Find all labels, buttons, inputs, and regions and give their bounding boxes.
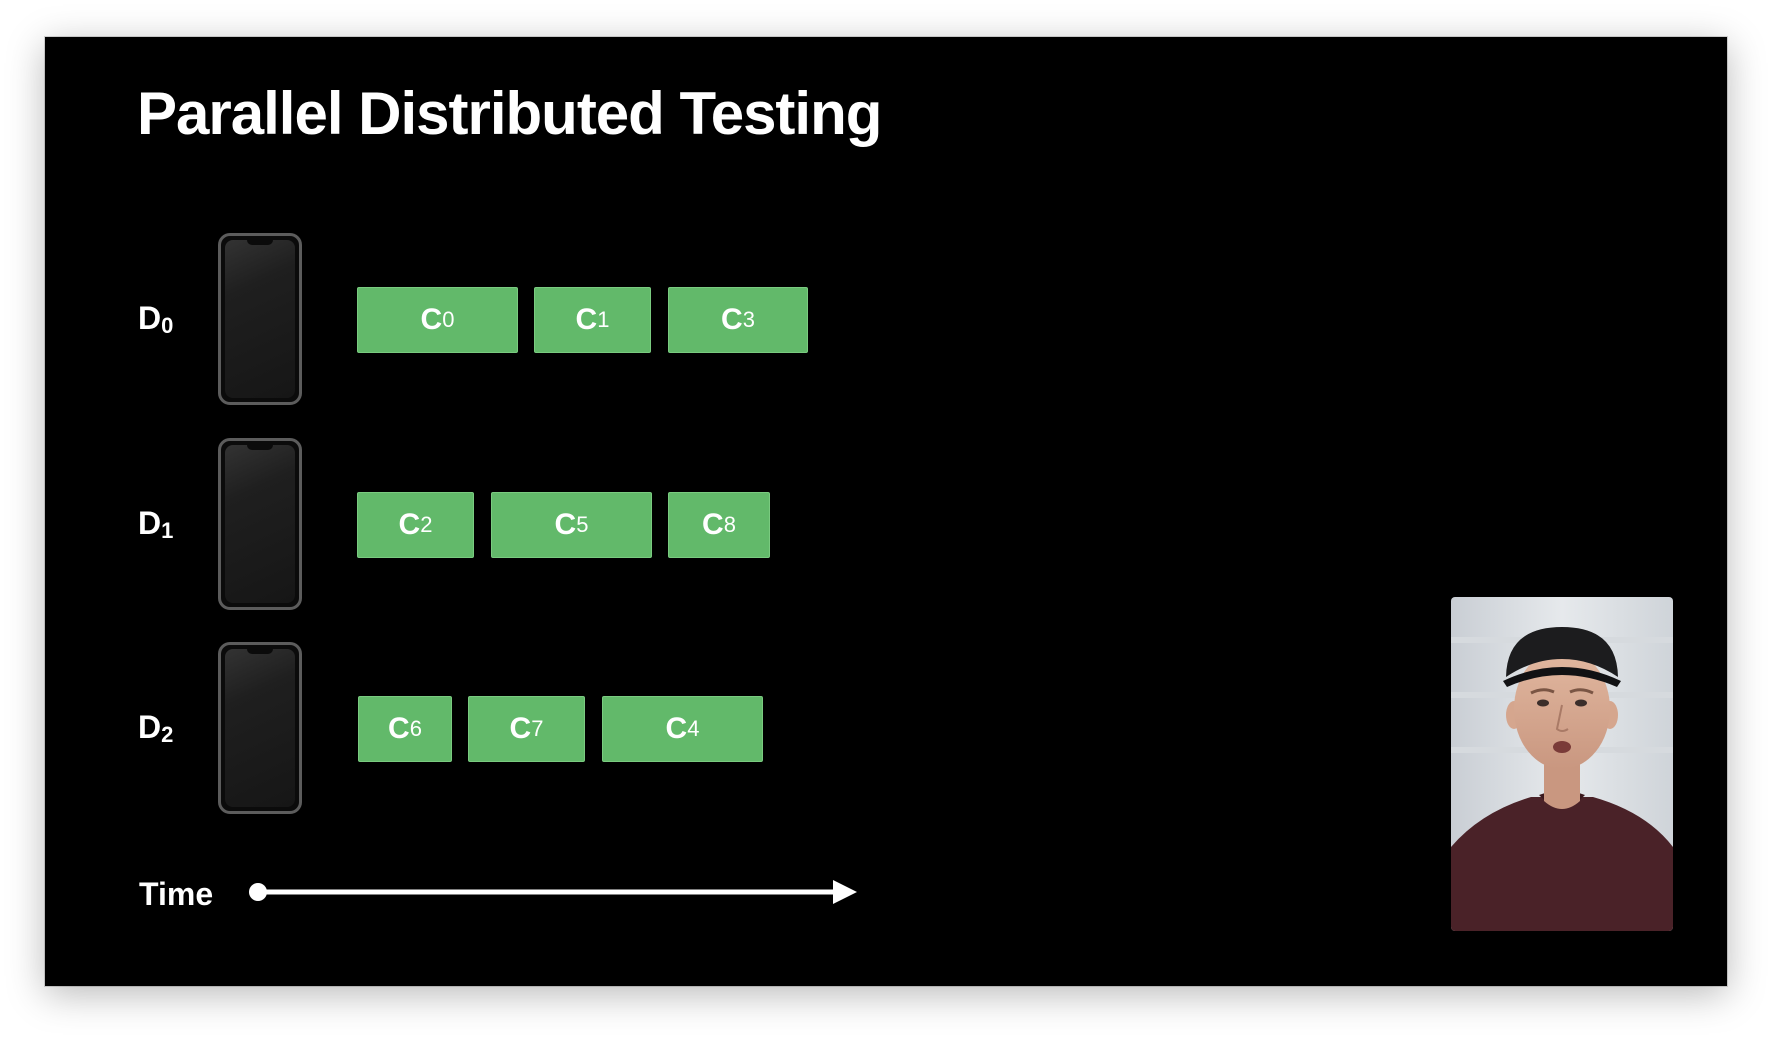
device-label-d2: D2 [138, 709, 174, 747]
iphone-icon [218, 642, 302, 814]
time-axis-label: Time [139, 876, 214, 912]
device-label-d0: D0 [138, 300, 174, 338]
slide-title: Parallel Distributed Testing [137, 80, 882, 147]
iphone-icon [218, 438, 302, 610]
arrow-right-icon [249, 880, 857, 904]
presenter-video-thumbnail [1451, 597, 1673, 931]
iphone-icon [218, 233, 302, 405]
device-label-d1: D1 [138, 505, 174, 543]
